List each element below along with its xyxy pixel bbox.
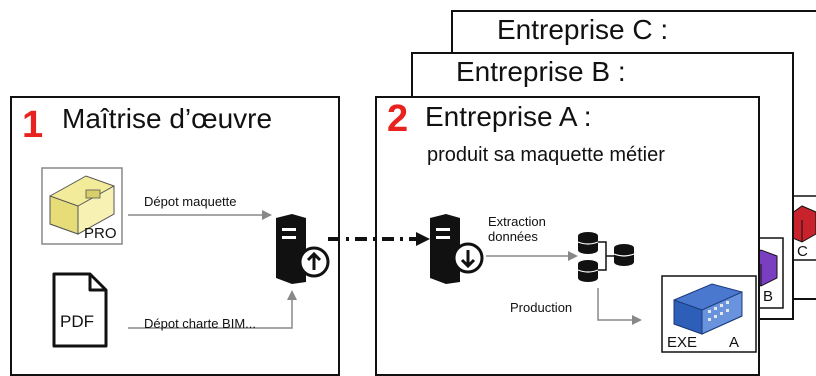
depot-maquette-label: Dépot maquette — [144, 194, 237, 209]
database-cluster-icon — [577, 232, 635, 282]
transfer-connector — [328, 232, 430, 246]
server-upload-icon — [276, 214, 330, 284]
entreprise-b-title: Entreprise B : — [456, 56, 626, 87]
exe-model-icon — [661, 275, 757, 353]
model-a-tag: A — [729, 334, 740, 351]
depot-arrows — [128, 210, 297, 329]
server-download-icon — [430, 214, 484, 284]
entreprise-a-number: 2 — [387, 98, 409, 140]
exe-tag: EXE — [667, 334, 698, 351]
production-arrow — [597, 288, 642, 325]
pdf-tag: PDF — [60, 312, 94, 331]
model-c-tag: C — [797, 243, 808, 260]
extraction-arrow — [486, 251, 578, 261]
entreprise-c-title: Entreprise C : — [497, 14, 669, 45]
entreprise-a-title: Entreprise A : — [425, 101, 592, 132]
depot-charte-label: Dépot charte BIM... — [144, 316, 256, 331]
pro-model-icon — [41, 167, 123, 245]
entreprise-a-subtitle: produit sa maquette métier — [427, 144, 665, 166]
pdf-document-icon — [52, 272, 108, 348]
moe-title: Maîtrise d’œuvre — [62, 103, 273, 134]
production-label: Production — [510, 300, 573, 315]
pro-tag: PRO — [84, 225, 117, 242]
moe-number: 1 — [22, 104, 44, 146]
model-b-tag: B — [763, 288, 774, 305]
extraction-label: Extraction données — [488, 214, 546, 244]
